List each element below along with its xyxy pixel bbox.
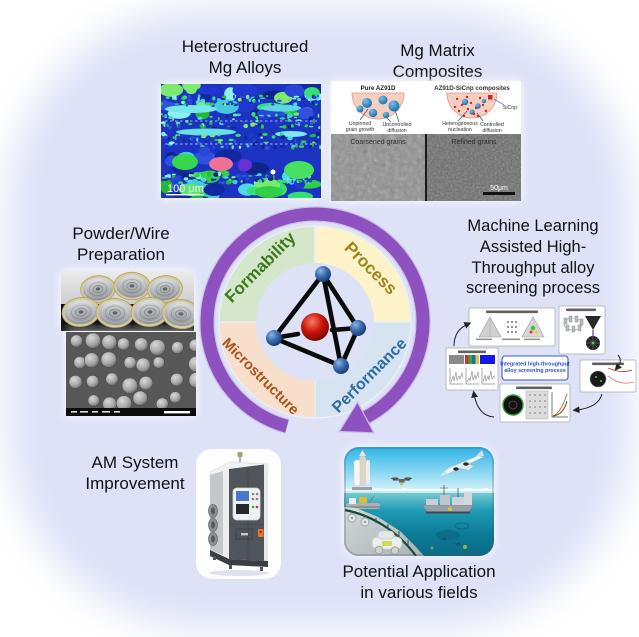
airplane-icon — [440, 450, 484, 476]
center-sphere — [301, 313, 329, 341]
sem-info-bar — [71, 411, 190, 414]
annotation-arrows — [359, 98, 505, 123]
ml-box-analysis — [445, 347, 499, 391]
sem-caption-right: Refined grains — [451, 139, 497, 146]
machine-control-panel — [232, 487, 261, 521]
application-title: Potential Application in various fields — [342, 562, 496, 603]
grains-left — [356, 95, 400, 119]
ship-icon — [421, 485, 475, 514]
wire-spools-photo — [61, 271, 194, 331]
composites-title: Mg Matrix Composites — [392, 41, 483, 82]
machine-base — [210, 550, 268, 567]
ml-cycle-arrows — [453, 322, 622, 418]
ml-box-testing — [499, 383, 571, 423]
machine-feet — [213, 556, 263, 571]
powder-title: Powder/Wire Preparation — [72, 224, 170, 265]
hetero-scale-label: 100 μm — [167, 183, 204, 195]
powder-sem-image — [66, 332, 196, 416]
drone-icon — [391, 477, 412, 486]
underwater-elements — [430, 522, 470, 550]
hetero-ebsd-image: 100 μm — [161, 84, 321, 198]
ml-box-synthesis — [558, 305, 606, 355]
machine-ports — [208, 504, 218, 546]
sicnp-marker — [488, 95, 493, 100]
vertex-spheres — [266, 266, 366, 374]
rocket-icon — [352, 450, 372, 490]
sicnp-particles — [453, 95, 488, 118]
ml-title: Machine Learning Assisted High- Throughp… — [466, 217, 600, 298]
sem-caption-left: Coarsened grains — [350, 139, 406, 146]
composites-scale-label: 50μm — [490, 185, 508, 192]
schematic-right-heading: AZ91D-SiCnp composites — [434, 85, 510, 92]
am-machine-photo — [196, 449, 281, 579]
schematic-left-heading: Pure AZ91D — [361, 85, 396, 92]
hetero-title: Heterostructured Mg Alloys — [181, 37, 309, 78]
process-cycle-diagram: Formability Process Microstructure Perfo… — [199, 206, 431, 434]
ml-box-characterization — [579, 359, 637, 393]
am-title: AM System Improvement — [85, 453, 185, 494]
application-scene-image — [344, 447, 494, 556]
ml-box-screening — [468, 307, 556, 347]
arrow-head — [338, 400, 375, 434]
barge-icon — [346, 495, 380, 509]
concept-car — [371, 530, 403, 555]
composites-figure: Pure AZ91D AZ91D-SiCnp composites Unpinn… — [331, 81, 521, 201]
arrow-ring — [200, 207, 430, 433]
machine-mid-strip — [223, 470, 229, 558]
label-sicnp: SiCnp — [503, 105, 517, 111]
